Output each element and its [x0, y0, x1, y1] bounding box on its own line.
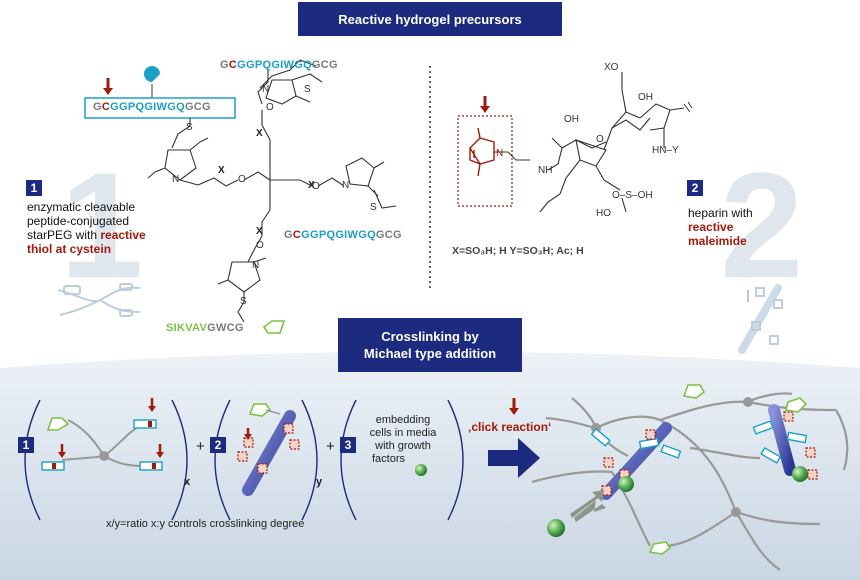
atom-ho: HO	[596, 208, 611, 219]
seq-boxed-cleave-a: GGPQGI	[110, 101, 157, 113]
subscript-y: y	[316, 476, 323, 488]
atom-n-right: N	[342, 180, 350, 191]
plus-2: +	[326, 438, 335, 455]
seq-boxed-end: GCG	[184, 101, 211, 113]
embedding-cells-text: embedding cells in media with growth fac…	[358, 414, 448, 466]
subscript-x: x	[184, 476, 191, 488]
embedding-line3: with growth	[375, 440, 431, 452]
atom-s-right: S	[370, 202, 377, 213]
atom-n-left: N	[172, 174, 180, 185]
desc-1-line1: enzymatic cleavable	[27, 200, 136, 214]
desc-1-line3: starPEG with	[27, 228, 101, 242]
atom-n-bottom: N	[252, 260, 260, 271]
linker-x-top: X	[256, 128, 263, 139]
panel-2-number: 2	[687, 180, 703, 196]
atom-oh-ring: OH	[564, 114, 579, 125]
embedding-line1: embedding	[375, 414, 431, 426]
atom-nh: NH	[538, 165, 553, 176]
atom-n-maleimide: N	[496, 148, 504, 159]
atom-o-top: O	[266, 102, 274, 113]
seq-top-mid: GGPQGIWGQ	[237, 59, 312, 71]
desc-2-line3-red: maleimide	[688, 234, 747, 248]
embedding-line4: factors	[372, 453, 406, 465]
step-2-number: 2	[210, 437, 226, 453]
seq-top-c: C	[228, 59, 238, 71]
linker-x-bottom: X	[256, 226, 263, 237]
seq-right-end: GCG	[375, 229, 402, 241]
panel-2-description: heparin with reactive maleimide	[688, 206, 808, 248]
seq-boxed-cleave-b: WGQ	[156, 101, 185, 113]
crosslinking-title: Crosslinking by Michael type addition	[338, 318, 522, 372]
seq-right-mid: GGPQGIWGQ	[301, 229, 376, 241]
atom-o-right: O	[312, 181, 320, 192]
seq-boxed-g: G	[93, 101, 102, 113]
desc-1-line4-red: thiol at cystein	[27, 242, 112, 256]
seq-gwcg: GWCG	[207, 322, 244, 334]
seq-sikvav: SIKVAV	[166, 322, 208, 334]
seq-right-c: C	[292, 229, 302, 241]
boxed-peptide-sequence: GCGGPQGIWGQGCG	[93, 101, 211, 113]
atom-s-left: S	[186, 122, 193, 133]
atom-n-top: N	[262, 84, 270, 95]
seq-boxed-c: C	[101, 101, 111, 113]
crosslinking-title-line1: Crosslinking by	[381, 329, 479, 344]
panel-1-description: enzymatic cleavable peptide-conjugated s…	[27, 200, 197, 256]
desc-2-line1: heparin with	[688, 206, 753, 220]
adhesion-peptide: SIKVAVGWCG	[166, 322, 244, 334]
substituent-legend: X=SO₃H; H Y=SO₃H; Ac; H	[452, 245, 584, 257]
step-1-number: 1	[18, 437, 34, 453]
ratio-caption: x/y=ratio x:y controls crosslinking degr…	[106, 518, 305, 530]
atom-xo: XO	[604, 62, 619, 73]
embedding-line2: cells in media	[369, 427, 437, 439]
linker-x-left: X	[218, 165, 225, 176]
top-peptide-sequence: GCGGPQGIWGQGCG	[220, 59, 338, 71]
step-3-number: 3	[340, 437, 356, 453]
plus-1: +	[196, 438, 205, 455]
atom-o-ring: O	[596, 134, 604, 145]
seq-top-end: GCG	[311, 59, 338, 71]
atom-o-bottom: O	[256, 240, 264, 251]
desc-1-line3-red: reactive	[100, 228, 146, 242]
atom-s-top: S	[304, 84, 311, 95]
desc-2-line2-red: reactive	[688, 220, 734, 234]
top-title: Reactive hydrogel precursors	[298, 2, 562, 36]
atom-o-left: O	[238, 174, 246, 185]
atom-hn-y: HN–Y	[652, 145, 679, 156]
desc-1-line2: peptide-conjugated	[27, 214, 130, 228]
seq-top-g: G	[220, 59, 229, 71]
atom-oh-top: OH	[638, 92, 653, 103]
linker-x-right: X	[308, 180, 315, 191]
right-peptide-sequence: GCGGPQGIWGQGCG	[284, 229, 402, 241]
seq-right-g: G	[284, 229, 293, 241]
big-number-1: 1	[60, 141, 144, 309]
click-reaction-label: ‚click reaction‘	[468, 420, 552, 434]
atom-s-bottom: S	[240, 296, 247, 307]
panel-1-number: 1	[26, 180, 42, 196]
crosslinking-title-line2: Michael type addition	[363, 346, 497, 361]
big-number-2: 2	[720, 141, 804, 309]
atom-oso3h: O–S–OH	[612, 190, 653, 201]
